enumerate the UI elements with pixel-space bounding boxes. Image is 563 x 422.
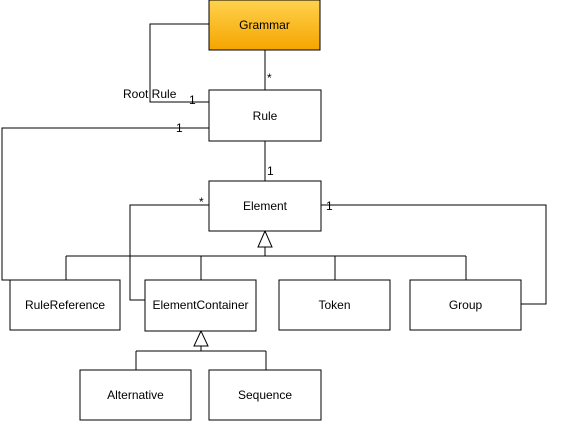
- sequence-node-label: Sequence: [238, 388, 292, 402]
- container-element-edge: [129, 204, 209, 301]
- token-node-box: [278, 279, 391, 331]
- group-node[interactable]: Group: [409, 279, 522, 331]
- element-node-box: [208, 180, 322, 232]
- alternative-node-box: [79, 369, 192, 421]
- rule-reference-node[interactable]: RuleReference: [9, 279, 121, 331]
- grammar-node[interactable]: Grammar: [208, 0, 321, 51]
- token-node[interactable]: Token: [278, 279, 391, 331]
- rule-node-box: [208, 89, 322, 142]
- group-element-edge: [321, 204, 547, 305]
- sequence-node[interactable]: Sequence: [208, 369, 322, 421]
- group-element-multiplicity: 1: [326, 199, 333, 213]
- element-node[interactable]: Element: [208, 180, 322, 232]
- container-element-multiplicity: *: [199, 195, 204, 209]
- grammar-node-label: Grammar: [239, 18, 290, 32]
- grammar-node-box: [208, 0, 321, 51]
- root-rule-edge: [149, 23, 209, 103]
- alternative-node[interactable]: Alternative: [79, 369, 192, 421]
- rule-node[interactable]: Rule: [208, 89, 322, 142]
- token-node-label: Token: [318, 298, 350, 312]
- rule-element-multiplicity: 1: [267, 164, 274, 178]
- sequence-node-box: [208, 369, 322, 421]
- element-generalization-arrow: [257, 229, 273, 248]
- ruleref-rule-edge: [1, 127, 209, 281]
- element-container-node-box: [144, 279, 257, 332]
- element-container-node-label: ElementContainer: [152, 298, 248, 312]
- rule-reference-node-label: RuleReference: [25, 298, 105, 312]
- rule-reference-node-box: [9, 279, 121, 331]
- group-node-box: [409, 279, 522, 331]
- grammar-rule-multiplicity: *: [267, 71, 272, 85]
- alternative-node-label: Alternative: [107, 388, 164, 402]
- rule-node-label: Rule: [253, 109, 278, 123]
- group-node-label: Group: [449, 298, 483, 312]
- element-container-node[interactable]: ElementContainer: [144, 279, 257, 332]
- container-generalization-arrow: [193, 329, 209, 347]
- root-rule-multiplicity: 1: [189, 93, 196, 107]
- element-node-label: Element: [243, 199, 288, 213]
- ruleref-rule-multiplicity: 1: [176, 121, 183, 135]
- root-rule-label: Root Rule: [123, 87, 177, 101]
